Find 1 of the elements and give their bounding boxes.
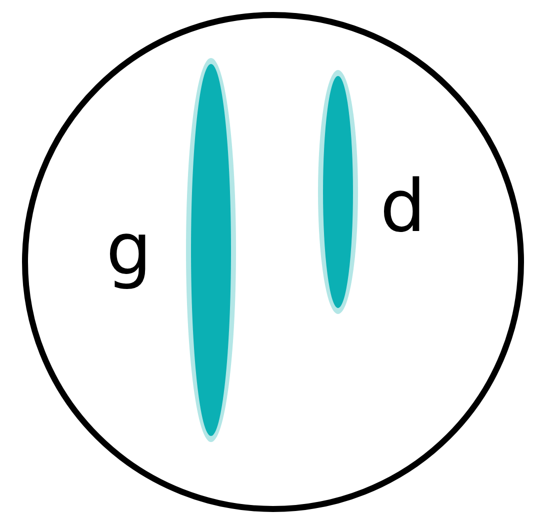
shape-letter: d (380, 170, 426, 242)
